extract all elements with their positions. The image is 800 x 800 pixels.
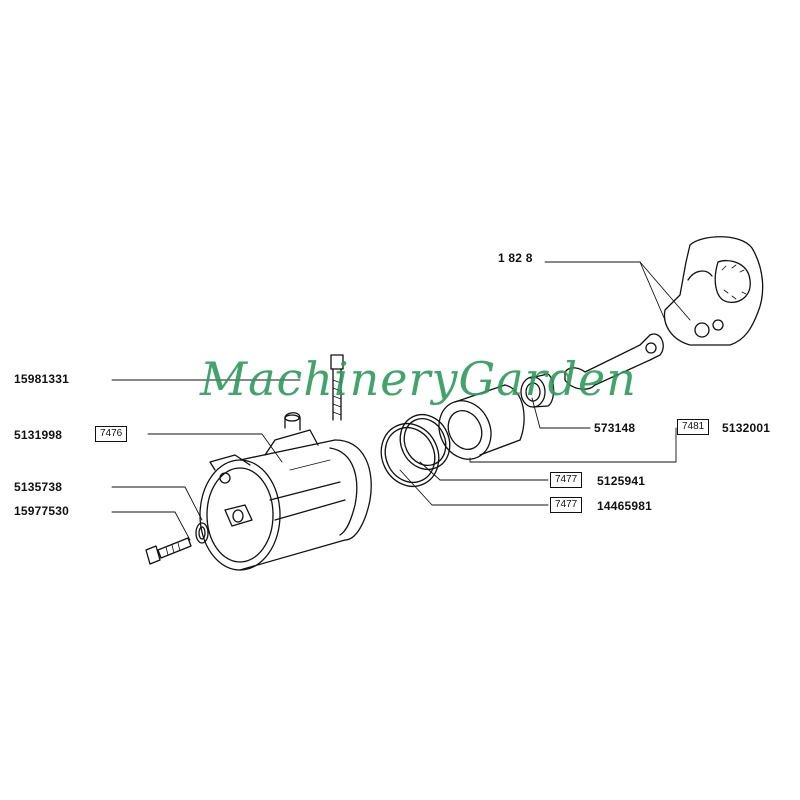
vertical-bolt xyxy=(330,354,344,421)
part-number-5132001: 5132001 xyxy=(722,421,771,435)
part-number-15977530: 15977530 xyxy=(14,504,69,518)
part-number-5131998: 5131998 xyxy=(14,428,63,442)
lever-arm xyxy=(663,236,764,346)
part-number-573148: 573148 xyxy=(594,421,636,435)
watermark-text: MachineryGarden xyxy=(200,352,637,406)
part-number-15981331: 15981331 xyxy=(14,372,69,386)
backup-ring xyxy=(399,414,451,470)
part-number-5135738: 5135738 xyxy=(14,480,63,494)
cylinder-housing xyxy=(199,412,372,571)
piston xyxy=(438,384,525,460)
ref-box-7477-b: 7477 xyxy=(550,497,583,513)
part-number-14465981: 14465981 xyxy=(597,499,652,513)
horizontal-bolt xyxy=(145,537,192,565)
ref-box-7476: 7476 xyxy=(95,426,128,442)
bushing xyxy=(520,373,555,408)
seal-ring-large xyxy=(380,423,440,487)
connecting-link xyxy=(564,333,664,390)
part-number-5125941: 5125941 xyxy=(597,474,646,488)
part-number-1828: 1 82 8 xyxy=(498,251,533,265)
ref-box-7481: 7481 xyxy=(677,419,710,435)
small-washer xyxy=(195,522,209,544)
ref-box-7477-a: 7477 xyxy=(550,472,583,488)
